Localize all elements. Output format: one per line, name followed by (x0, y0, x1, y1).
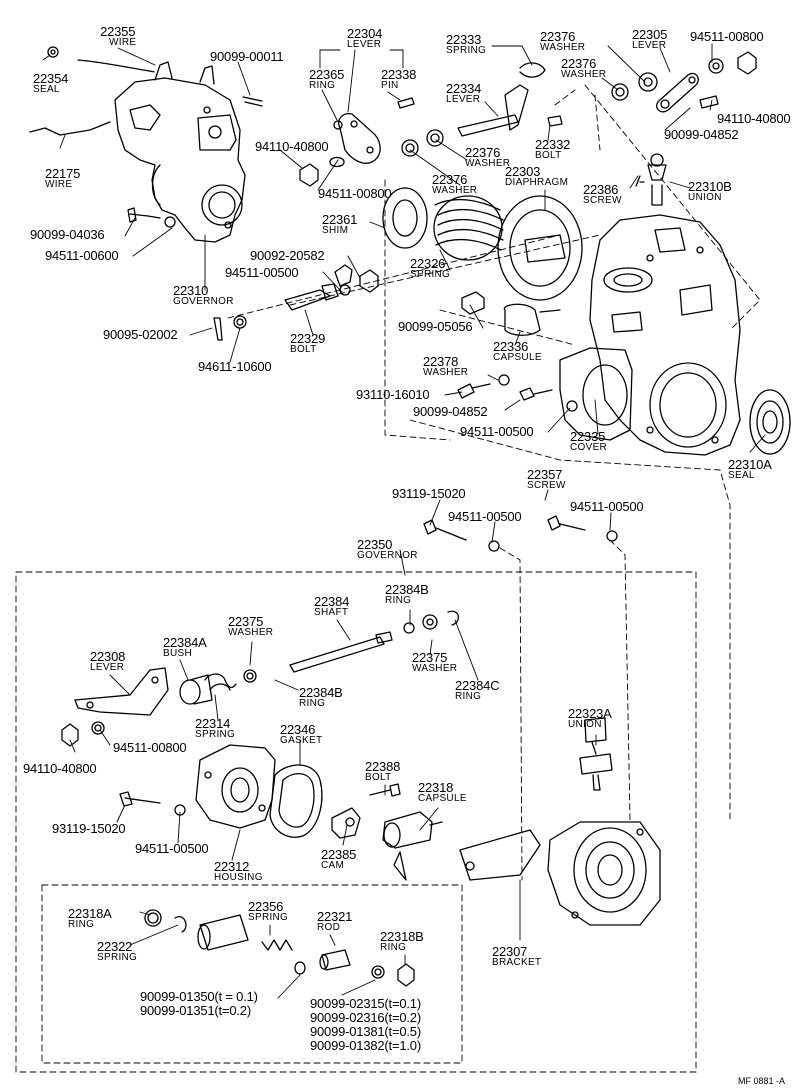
part-label: 22334 LEVER (446, 81, 482, 105)
part-label: 90099-04036 (30, 227, 105, 242)
part-label: 22336 CAPSULE (493, 339, 542, 363)
part-label: 22361 SHIM (322, 212, 358, 236)
part-label: 22333 SPRING (446, 32, 487, 56)
part-label: 94511-00500 (460, 424, 534, 439)
part-label: 90099-04852 (664, 127, 739, 142)
part-label: 22338 PIN (381, 67, 417, 91)
part-label: 22388 BOLT (365, 759, 401, 783)
lever-parts-top (299, 51, 757, 187)
part-label: 22318A RING (68, 906, 112, 930)
part-label: 22355 WIRE (100, 24, 137, 48)
assembly-dashed-lines (15, 84, 761, 1073)
governor-assembly-22350 (61, 610, 661, 926)
part-label: 94110-40800 (23, 761, 97, 776)
capsule-inset-parts (144, 909, 415, 987)
part-label: 22354 SEAL (33, 71, 69, 95)
part-label: 22376 WASHER (432, 172, 478, 196)
part-label: 22384C RING (455, 678, 500, 702)
part-label: 22318 CAPSULE (418, 780, 467, 804)
part-label: 22376 WASHER (561, 56, 607, 80)
part-label: 90099-05056 (398, 319, 473, 334)
leader-lines (42, 43, 766, 999)
part-label: 22323A UNION (568, 706, 612, 730)
shim-note: 90099-01351(t=0.2) (140, 1003, 251, 1018)
part-label: 94511-00500 (135, 841, 209, 856)
part-label: 22357 SCREW (527, 467, 566, 491)
part-label: 94611-10600 (198, 359, 272, 374)
part-label: 94511-00800 (113, 740, 187, 755)
part-label: 22378 WASHER (423, 354, 469, 378)
part-label: 22335 COVER (570, 429, 608, 453)
part-label: 22375 WASHER (412, 650, 458, 674)
part-label: 90092-20582 (250, 248, 325, 263)
part-label: 22376 WASHER (465, 145, 511, 169)
part-label: 22346 GASKET (280, 722, 323, 746)
part-label: 22307 BRACKET (492, 944, 542, 968)
part-label: 22384 SHAFT (314, 594, 350, 618)
part-label: 22326 SPRING (410, 256, 451, 280)
part-label: 22384B RING (385, 582, 429, 606)
part-label: 93119-15020 (392, 486, 466, 501)
shim-note: 90099-01381(t=0.5) (310, 1024, 421, 1039)
part-label: 22310B UNION (688, 179, 732, 203)
part-label: 22175 WIRE (45, 166, 81, 190)
part-label: 22310A SEAL (728, 457, 772, 481)
part-label: 94511-00500 (570, 499, 644, 514)
part-label: 22375 WASHER (228, 614, 274, 638)
part-label: 22329 BOLT (290, 331, 326, 355)
shim-note: 90099-02316(t=0.2) (310, 1010, 421, 1025)
part-label: 22332 BOLT (535, 137, 571, 161)
part-label: 94110-40800 (717, 111, 791, 126)
part-label: 93119-15020 (52, 821, 126, 836)
part-label: 22304 LEVER (347, 26, 383, 50)
part-label: 22308 LEVER (90, 649, 126, 673)
part-label: 22385 CAM (321, 847, 357, 871)
part-label: 94511-00800 (318, 186, 392, 201)
part-label: 94511-00500 (448, 509, 522, 524)
part-label: 22386 SCREW (583, 182, 622, 206)
part-label: 22384A BUSH (163, 635, 207, 659)
part-label: 90099-04852 (413, 404, 488, 419)
part-label: 94511-00600 (45, 248, 119, 263)
part-label: 93110-16010 (356, 387, 430, 402)
part-label: 22376 WASHER (540, 29, 586, 53)
part-label: 90099-00011 (210, 49, 284, 64)
part-label: 22303 DIAPHRAGM (505, 164, 569, 188)
diaphragm-spring-group (382, 153, 667, 301)
governor-assembly-22310 (29, 46, 263, 243)
part-label: 22365 RING (309, 67, 345, 91)
shim-note: 90099-01382(t=1.0) (310, 1038, 421, 1053)
part-label: 22318B RING (380, 929, 424, 953)
part-label: 22384B RING (299, 685, 343, 709)
part-label: 22322 SPRING (97, 939, 138, 963)
fasteners-middle (127, 207, 618, 552)
figure-code: MF 0881 -A (738, 1076, 786, 1086)
part-label: 22310 GOVERNOR (173, 283, 234, 307)
part-label: 22350 GOVERNOR (357, 537, 418, 561)
part-label: 94511-00800 (690, 29, 764, 44)
part-label: 90095-02002 (103, 327, 178, 342)
shim-note: 90099-01350(t = 0.1) (140, 989, 258, 1004)
part-label: 22356 SPRING (248, 899, 289, 923)
governor-housing-right (559, 214, 791, 456)
shim-note: 90099-02315(t=0.1) (310, 996, 421, 1011)
part-label: 22305 LEVER (632, 27, 668, 51)
part-label: 22321 ROD (317, 909, 353, 933)
part-label: 22314 SPRING (195, 716, 236, 740)
part-label: 94110-40800 (255, 139, 329, 154)
part-label: 22312 HOUSING (214, 859, 263, 883)
part-label: 94511-00500 (225, 265, 299, 280)
